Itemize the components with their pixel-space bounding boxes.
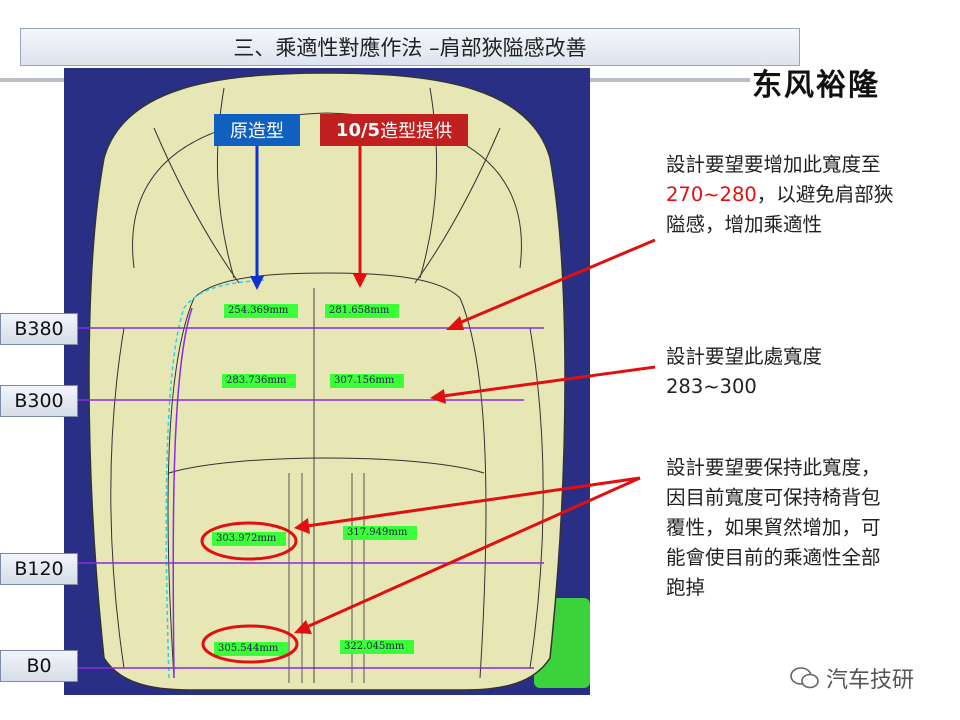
radial-line-4	[414, 127, 501, 284]
meas-b380-right: 281.658mm	[325, 304, 399, 318]
arrow-note3a	[299, 476, 641, 529]
circle-b120-left	[200, 521, 298, 561]
tag-new-prefix: 10/5	[335, 119, 381, 141]
meas-b300-left: 283.736mm	[222, 374, 296, 388]
note2-line2: 283~300	[666, 375, 757, 398]
center-channel	[288, 473, 365, 683]
bolster-left-line	[110, 327, 125, 669]
arrow-note1	[451, 238, 656, 328]
watermark: 汽车技研	[790, 662, 914, 694]
arrow-note2-head	[430, 389, 446, 404]
contour-purple	[172, 307, 193, 679]
header-rule-right	[590, 78, 750, 82]
inner-back	[167, 272, 487, 679]
level-label-b0: B0	[0, 650, 78, 682]
upper-panel	[132, 112, 522, 269]
arrow-note1-head	[446, 316, 464, 330]
meas-b0-left: 305.544mm	[214, 642, 288, 656]
note-keep-width: 設計要望要保持此寬度， 因目前寬度可保持椅背包 覆性，如果貿然增加，可 能會使目…	[666, 453, 881, 603]
arrow-note3b-head	[294, 620, 312, 634]
meas-b380-left: 254.369mm	[224, 304, 298, 318]
bolster-right-line	[529, 327, 544, 669]
note1-line2: ，以避免肩部狹	[756, 183, 894, 206]
header-rule-left	[0, 78, 64, 82]
meas-b300-right: 307.156mm	[330, 374, 404, 388]
watermark-text: 汽车技研	[826, 668, 915, 693]
note2-line1: 設計要望此處寬度	[666, 345, 823, 368]
circle-b0-left	[201, 624, 299, 664]
meas-b120-left: 303.972mm	[212, 532, 286, 546]
tag-original-shape: 原造型	[214, 114, 300, 146]
radial-line-2	[419, 87, 438, 279]
arrow-note2	[435, 365, 656, 399]
brand-logo: 东风裕隆	[752, 68, 880, 103]
slide-title: 三、乘適性對應作法 –肩部狹隘感改善	[20, 28, 800, 66]
note3-line1: 設計要望要保持此寬度，	[666, 456, 881, 479]
note1-line3: 隘感，增加乘適性	[666, 213, 823, 236]
seatback-outline	[88, 72, 566, 691]
level-label-b380: B380	[0, 313, 78, 345]
note1-red-range: 270~280	[666, 183, 757, 206]
level-label-b300: B300	[0, 385, 78, 417]
meas-b120-right: 317.949mm	[343, 526, 417, 540]
note-b300-width: 設計要望此處寬度 283~300	[666, 342, 822, 402]
red-arrowhead	[353, 274, 367, 288]
note-shoulder-width: 設計要望要增加此寬度至 270~280，以避免肩部狹 隘感，增加乘適性	[666, 150, 893, 240]
note1-line1: 設計要望要增加此寬度至	[666, 153, 881, 176]
lower-cushion-top	[168, 457, 485, 474]
meas-b0-right: 322.045mm	[340, 640, 414, 654]
contour-dashed	[165, 279, 265, 679]
radial-line-3	[153, 127, 240, 284]
blue-arrowhead	[250, 276, 264, 290]
radial-line-1	[216, 87, 235, 279]
note3-line2: 因目前寬度可保持椅背包	[666, 486, 881, 509]
note3-line4: 能會使目前的乘適性全部	[666, 546, 881, 569]
note3-line5: 跑掉	[666, 576, 706, 599]
level-label-b120: B120	[0, 553, 78, 585]
tag-new-suffix: 造型提供	[380, 121, 453, 142]
wechat-icon	[790, 667, 819, 689]
arrow-note3b	[299, 476, 641, 632]
seat-cad-drawing	[64, 68, 590, 695]
note3-line3: 覆性，如果貿然增加，可	[666, 516, 881, 539]
arrow-note3a-head	[294, 518, 310, 534]
